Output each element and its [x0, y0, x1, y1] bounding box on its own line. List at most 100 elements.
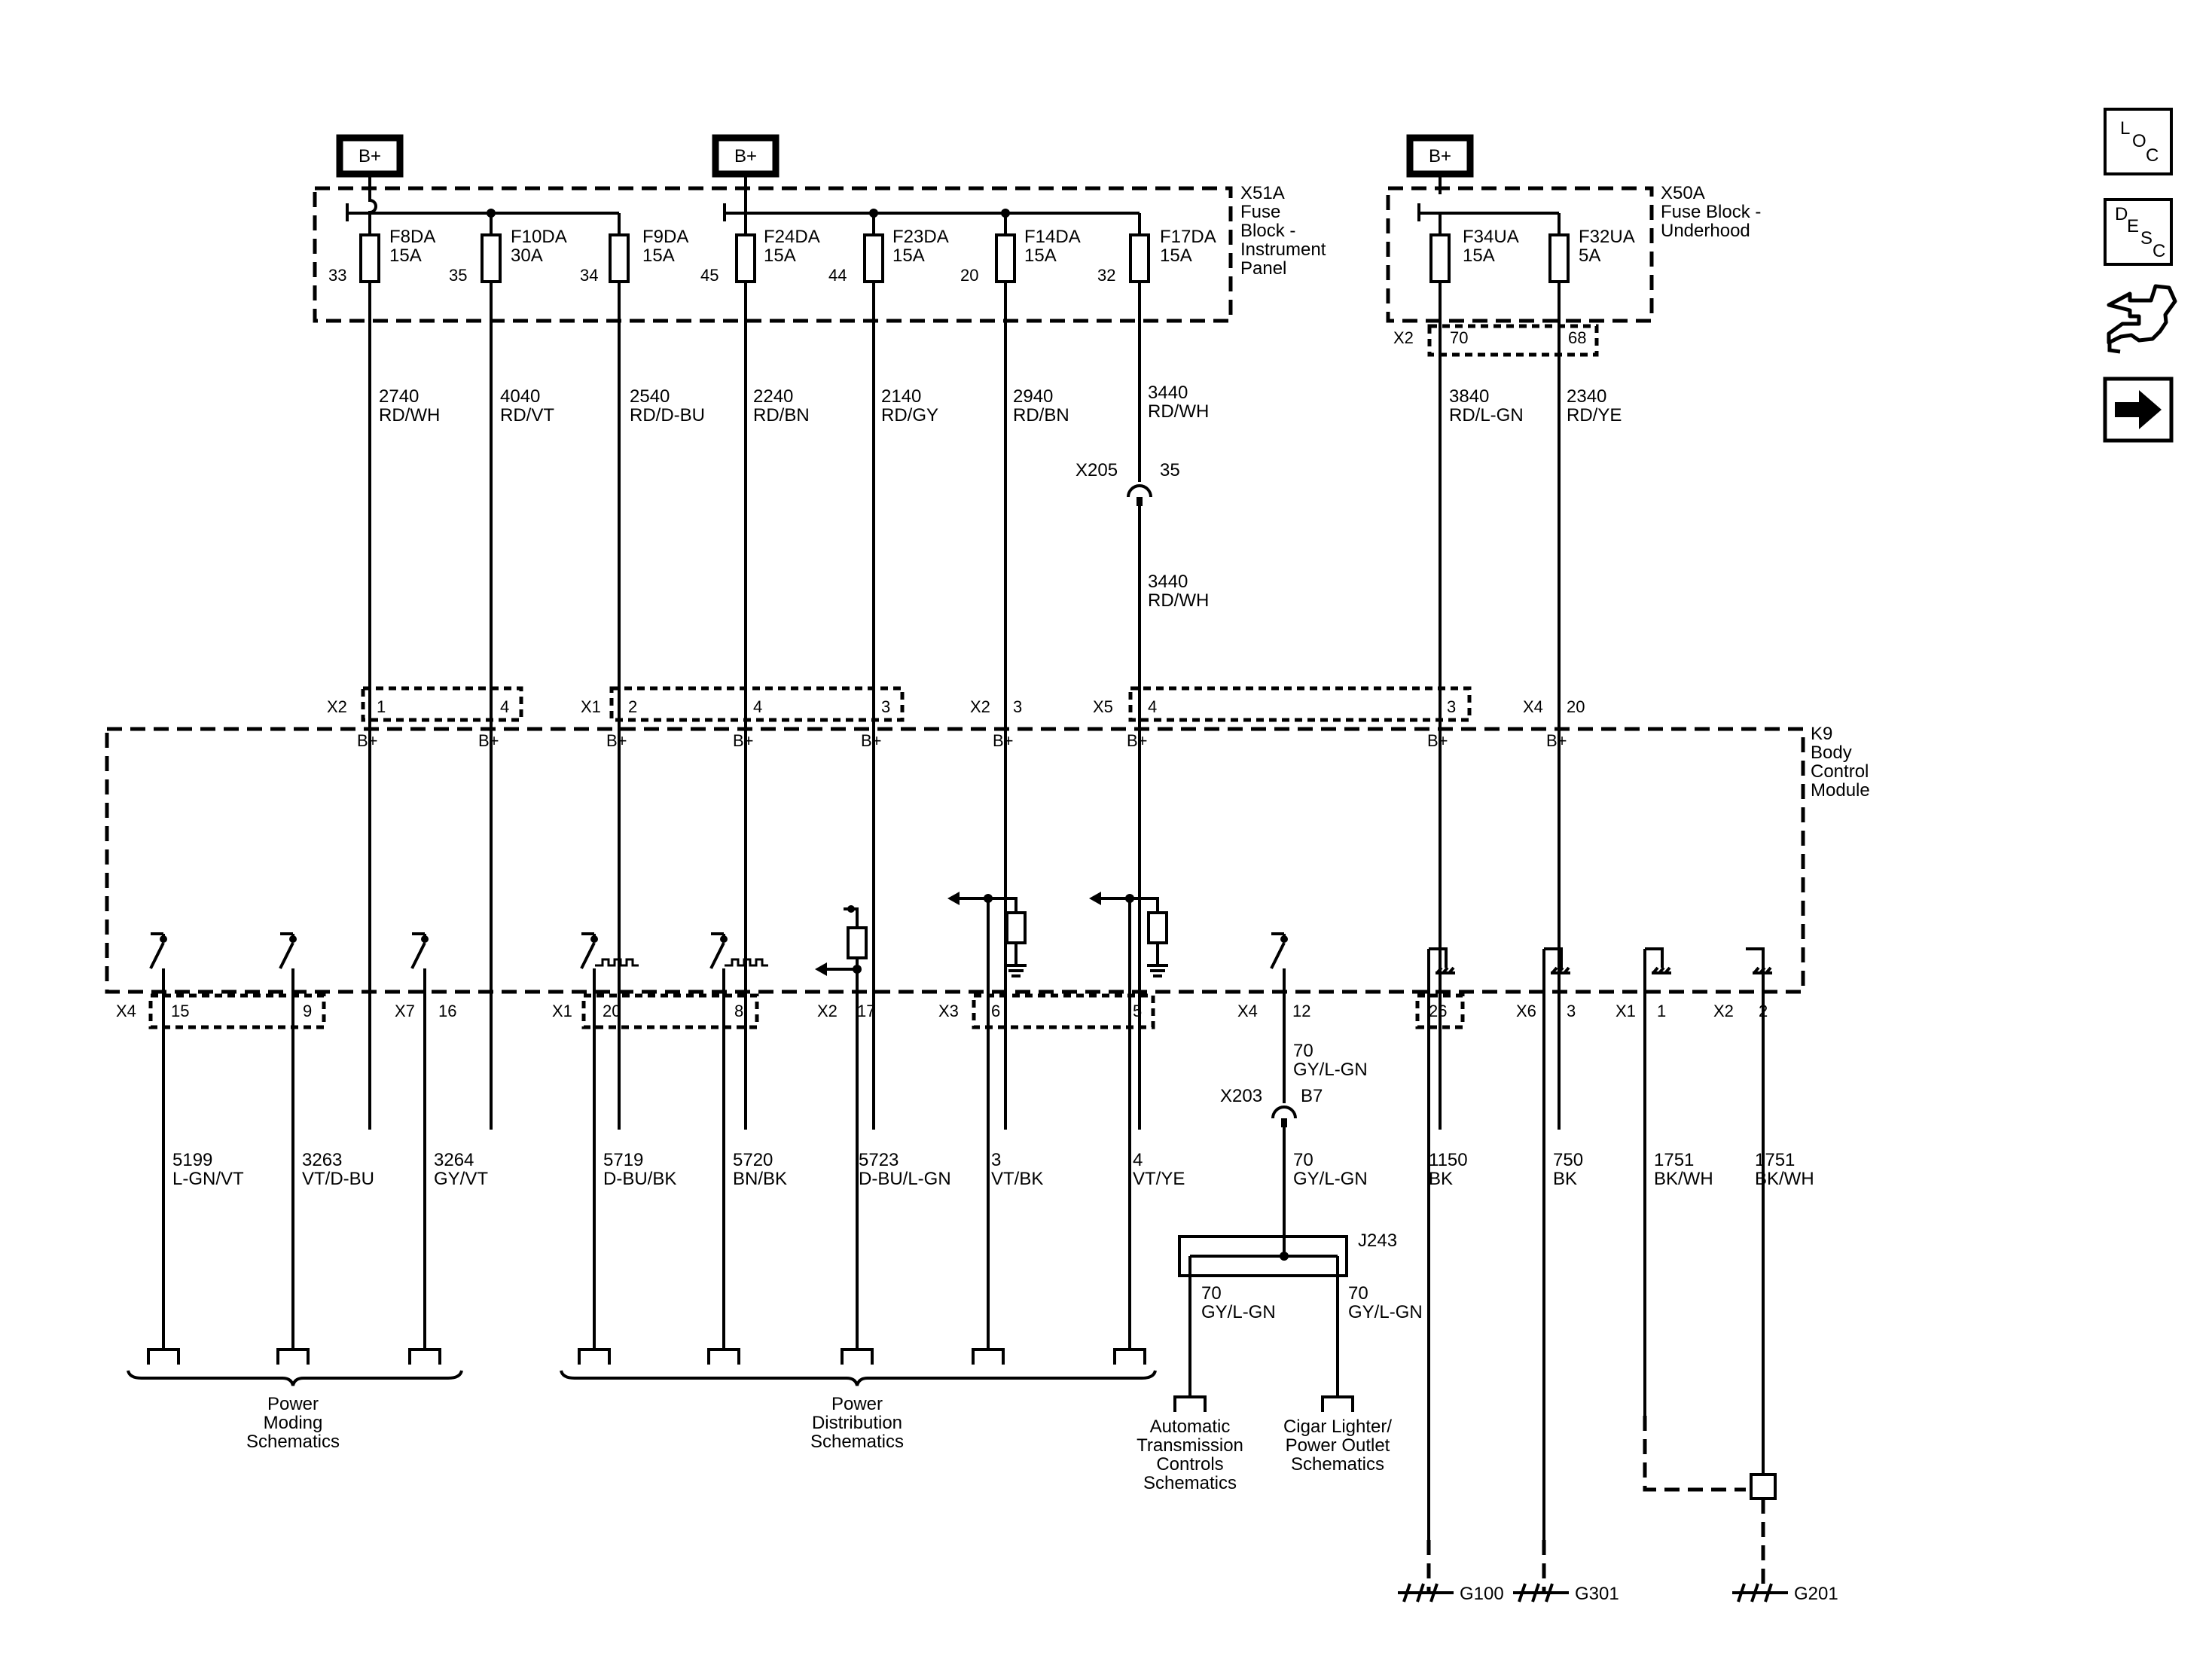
battery-b-plus-2: B+: [712, 134, 780, 178]
svg-text:4: 4: [500, 697, 509, 716]
fuse-f9da: F9DA 15A 34: [580, 213, 688, 1130]
svg-text:3263: 3263: [302, 1150, 342, 1170]
svg-text:GY/L-GN: GY/L-GN: [1293, 1169, 1368, 1189]
svg-text:VT/D-BU: VT/D-BU: [302, 1169, 374, 1189]
svg-text:3: 3: [881, 697, 890, 716]
svg-text:5A: 5A: [1579, 246, 1600, 266]
fuse-f10da: F10DA 30A 35: [449, 213, 567, 1130]
ground-g301: G301: [1513, 1583, 1619, 1604]
svg-text:Underhood: Underhood: [1661, 221, 1750, 241]
svg-text:5719: 5719: [603, 1150, 643, 1170]
svg-text:GY/L-GN: GY/L-GN: [1293, 1060, 1368, 1080]
automatic-transmission-connector: Automatic Transmission Controls Schemati…: [1137, 1395, 1243, 1493]
battery-b-plus-1: B+: [336, 134, 404, 178]
svg-text:RD/WH: RD/WH: [1148, 401, 1209, 422]
next-page-arrow-icon[interactable]: [2103, 377, 2174, 443]
svg-text:30A: 30A: [511, 246, 543, 266]
svg-text:33: 33: [328, 266, 346, 285]
fuse-f8da: F8DA 15A 33: [328, 213, 435, 1130]
svg-text:E: E: [2127, 216, 2139, 236]
svg-text:2540: 2540: [630, 386, 670, 407]
svg-text:Schematics: Schematics: [810, 1432, 904, 1452]
svg-text:15A: 15A: [642, 246, 675, 266]
svg-text:26: 26: [1429, 1002, 1447, 1020]
j243-splice-pack: J243 70 GY/L-GN 70 GY/L-GN: [1178, 1231, 1423, 1397]
svg-text:70: 70: [1201, 1283, 1222, 1304]
svg-text:X205: X205: [1075, 460, 1118, 480]
bcm-input-connectors: X2 1 4 X1 2 4 3 X2 3 X5 4 3 X4 20 B+ B+ …: [327, 686, 1585, 750]
lower-wire-labels: 5199 L-GN/VT 3263 VT/D-BU 3264 GY/VT 571…: [172, 1041, 1814, 1189]
svg-text:BK/WH: BK/WH: [1654, 1169, 1713, 1189]
svg-text:20: 20: [960, 266, 978, 285]
svg-text:Distribution: Distribution: [812, 1413, 902, 1433]
svg-text:15A: 15A: [1024, 246, 1057, 266]
svg-text:D-BU/BK: D-BU/BK: [603, 1169, 676, 1189]
svg-text:B+: B+: [1546, 731, 1567, 750]
power-distribution-connectors: Power Distribution Schematics: [560, 1348, 1157, 1452]
svg-text:G301: G301: [1575, 1584, 1619, 1604]
svg-text:C: C: [2153, 241, 2165, 261]
svg-text:B+: B+: [1427, 731, 1448, 750]
body-control-module-k9: [105, 727, 1805, 994]
svg-text:F32UA: F32UA: [1579, 227, 1635, 247]
svg-text:5720: 5720: [733, 1150, 773, 1170]
svg-text:J243: J243: [1358, 1231, 1397, 1251]
svg-text:70: 70: [1348, 1283, 1368, 1304]
svg-text:Cigar Lighter/: Cigar Lighter/: [1283, 1417, 1392, 1437]
svg-text:Moding: Moding: [264, 1413, 323, 1433]
desc-icon[interactable]: D E S C: [2104, 198, 2173, 266]
svg-text:5723: 5723: [859, 1150, 899, 1170]
svg-text:Schematics: Schematics: [1291, 1454, 1384, 1475]
svg-text:45: 45: [700, 266, 719, 285]
svg-text:X4: X4: [1523, 697, 1543, 716]
svg-text:Body: Body: [1811, 743, 1852, 763]
svg-text:8: 8: [734, 1002, 743, 1020]
svg-text:B7: B7: [1301, 1086, 1323, 1106]
svg-text:RD/GY: RD/GY: [881, 405, 938, 425]
ground-g201: G201: [1732, 1583, 1838, 1604]
fuse-f24da: F24DA 15A 45: [700, 213, 820, 1130]
svg-text:2340: 2340: [1567, 386, 1606, 407]
svg-text:6: 6: [991, 1002, 1000, 1020]
x51a-label-2: Fuse: [1240, 202, 1280, 222]
svg-text:17: 17: [857, 1002, 875, 1020]
svg-text:750: 750: [1553, 1150, 1583, 1170]
svg-text:Fuse Block -: Fuse Block -: [1661, 202, 1761, 222]
svg-text:X2: X2: [327, 697, 347, 716]
svg-text:3440: 3440: [1148, 383, 1188, 403]
svg-text:RD/WH: RD/WH: [379, 405, 440, 425]
svg-text:F8DA: F8DA: [389, 227, 435, 247]
svg-text:X4: X4: [1237, 1002, 1258, 1020]
svg-text:G100: G100: [1460, 1584, 1504, 1604]
svg-text:RD/D-BU: RD/D-BU: [630, 405, 705, 425]
svg-text:Transmission: Transmission: [1137, 1435, 1243, 1456]
svg-text:5: 5: [1133, 1002, 1142, 1020]
svg-text:2: 2: [628, 697, 637, 716]
svg-text:Schematics: Schematics: [1143, 1473, 1237, 1493]
svg-text:L: L: [2120, 118, 2130, 139]
svg-text:D-BU/L-GN: D-BU/L-GN: [859, 1169, 951, 1189]
x205-inline-connector: X205 35 3440 RD/WH: [1075, 460, 1209, 611]
svg-text:BK: BK: [1553, 1169, 1577, 1189]
svg-text:X2: X2: [1713, 1002, 1734, 1020]
x51a-label-4: Instrument: [1240, 239, 1326, 260]
svg-text:X2: X2: [970, 697, 990, 716]
svg-text:F24DA: F24DA: [764, 227, 820, 247]
svg-text:15: 15: [171, 1002, 189, 1020]
connector-repair-icon[interactable]: [2107, 284, 2177, 354]
svg-text:X4: X4: [116, 1002, 136, 1020]
svg-text:B+: B+: [357, 731, 378, 750]
svg-text:34: 34: [580, 266, 598, 285]
svg-text:G201: G201: [1794, 1584, 1838, 1604]
svg-text:X203: X203: [1220, 1086, 1262, 1106]
svg-text:3: 3: [1567, 1002, 1576, 1020]
fuse-f17da: F17DA 15A 32: [1097, 213, 1216, 1130]
svg-text:35: 35: [449, 266, 467, 285]
svg-text:GY/L-GN: GY/L-GN: [1348, 1302, 1423, 1322]
svg-text:Power: Power: [267, 1394, 319, 1414]
svg-text:B+: B+: [478, 731, 499, 750]
svg-text:F9DA: F9DA: [642, 227, 688, 247]
svg-text:5199: 5199: [172, 1150, 212, 1170]
loc-icon[interactable]: L O C: [2104, 108, 2173, 175]
svg-text:15A: 15A: [1463, 246, 1495, 266]
